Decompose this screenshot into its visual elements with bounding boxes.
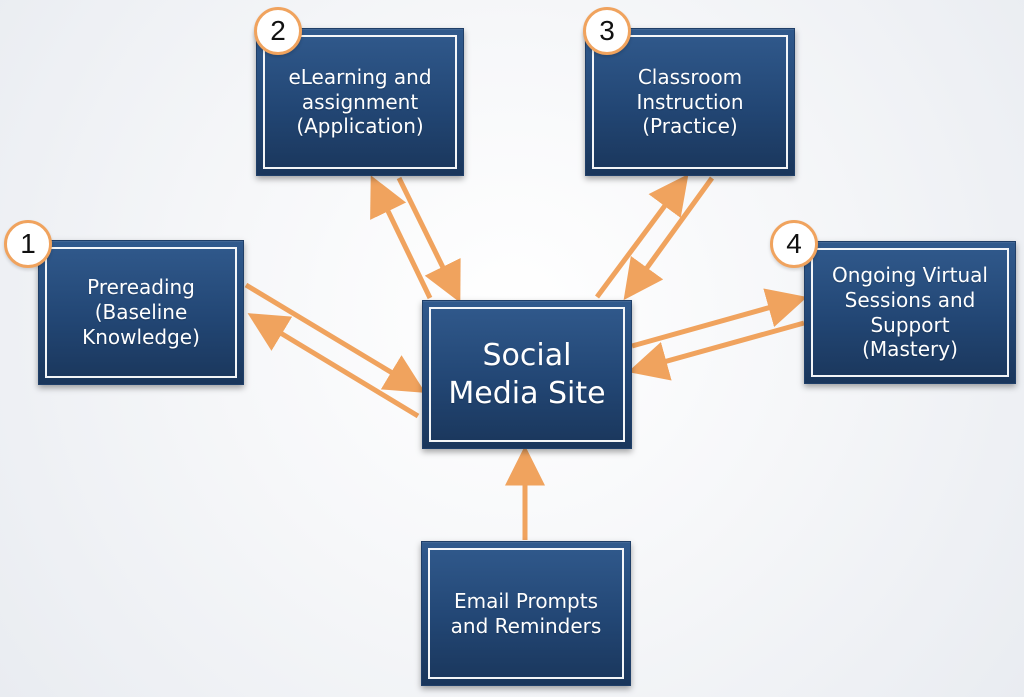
arrow-center-to-elearning [370,175,433,300]
email-prompts-box: Email Prompts and Reminders [421,541,631,686]
step-2-badge: 2 [254,7,302,55]
arrow-classroom-to-center [623,176,715,301]
email-prompts-label: Email Prompts and Reminders [450,588,602,638]
arrow-center-to-classroom [594,173,689,299]
arrow-ongoing-to-center [627,320,805,381]
elearning-box: eLearning and assignment (Application) [256,28,464,176]
social-media-site-label: Social Media Site [448,338,606,411]
elearning-label: eLearning and assignment (Application) [288,64,432,139]
prereading-label: Prereading (Baseline Knowledge) [82,275,200,349]
step-3-badge: 3 [583,7,631,55]
ongoing-support-box: Ongoing Virtual Sessions and Support (Ma… [804,241,1016,384]
step-1-badge: 1 [4,220,52,268]
step-4-badge: 4 [770,220,818,268]
arrow-center-to-ongoing [631,288,808,349]
step-2-number: 2 [270,15,286,46]
classroom-label: Classroom Instruction (Practice) [636,64,744,139]
classroom-box: Classroom Instruction (Practice) [585,28,795,176]
step-1-number: 1 [20,228,36,259]
step-4-number: 4 [786,228,802,259]
prereading-box: Prereading (Baseline Knowledge) [38,240,244,385]
ongoing-support-label: Ongoing Virtual Sessions and Support (Ma… [832,262,988,362]
arrow-elearning-to-center [396,176,461,303]
step-3-number: 3 [599,15,615,46]
arrow-prereading-to-center [244,282,426,393]
arrow-center-to-prereading [247,313,420,419]
social-media-site-box: Social Media Site [422,300,632,449]
